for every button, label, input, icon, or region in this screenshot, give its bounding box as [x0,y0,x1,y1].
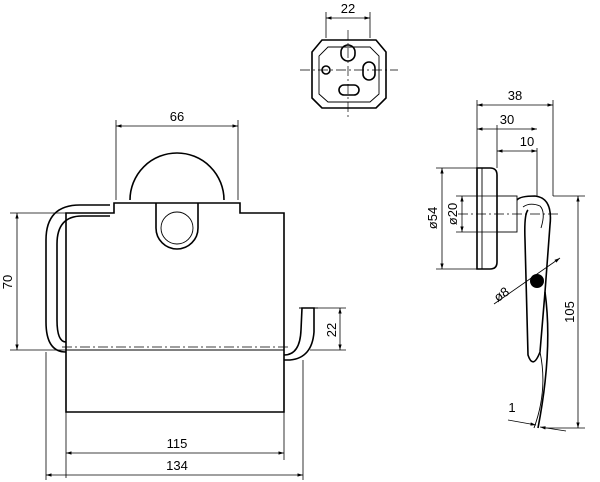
side-cover-profile [524,209,546,363]
side-depth-mid-label: 30 [500,112,514,127]
side-view: 38 30 10 ø54 ø20 ø8 [425,88,585,432]
pin [530,274,544,288]
side-hinge-head [516,195,552,293]
front-view: 66 70 22 115 134 [0,109,346,480]
front-gap-label: 22 [324,323,339,337]
top-view: 22 [300,1,398,120]
front-height-label: 70 [0,275,15,289]
side-pin-diameter-label: ø8 [491,284,512,305]
mounting-plate [311,39,387,109]
top-width-label: 22 [341,1,355,16]
front-top-width-label: 66 [170,109,184,124]
side-depth-total-label: 38 [508,88,522,103]
side-thickness-label: 1 [508,400,515,415]
front-inner-width-label: 115 [167,436,188,451]
rosette [129,152,225,201]
roll-arm-left [45,204,110,353]
side-height-label: 105 [562,301,577,323]
front-total-width-label: 134 [166,458,188,473]
slot-right [362,61,376,81]
side-rosette-diameter-label: ø54 [425,207,440,229]
roll-hook-right [283,307,315,361]
side-inner-diameter-label: ø20 [445,203,460,225]
slot-bottom [338,84,360,96]
hinge-knob [155,203,199,250]
cover-plate [65,202,285,413]
side-depth-small-label: 10 [520,134,534,149]
side-rosette [476,167,498,270]
